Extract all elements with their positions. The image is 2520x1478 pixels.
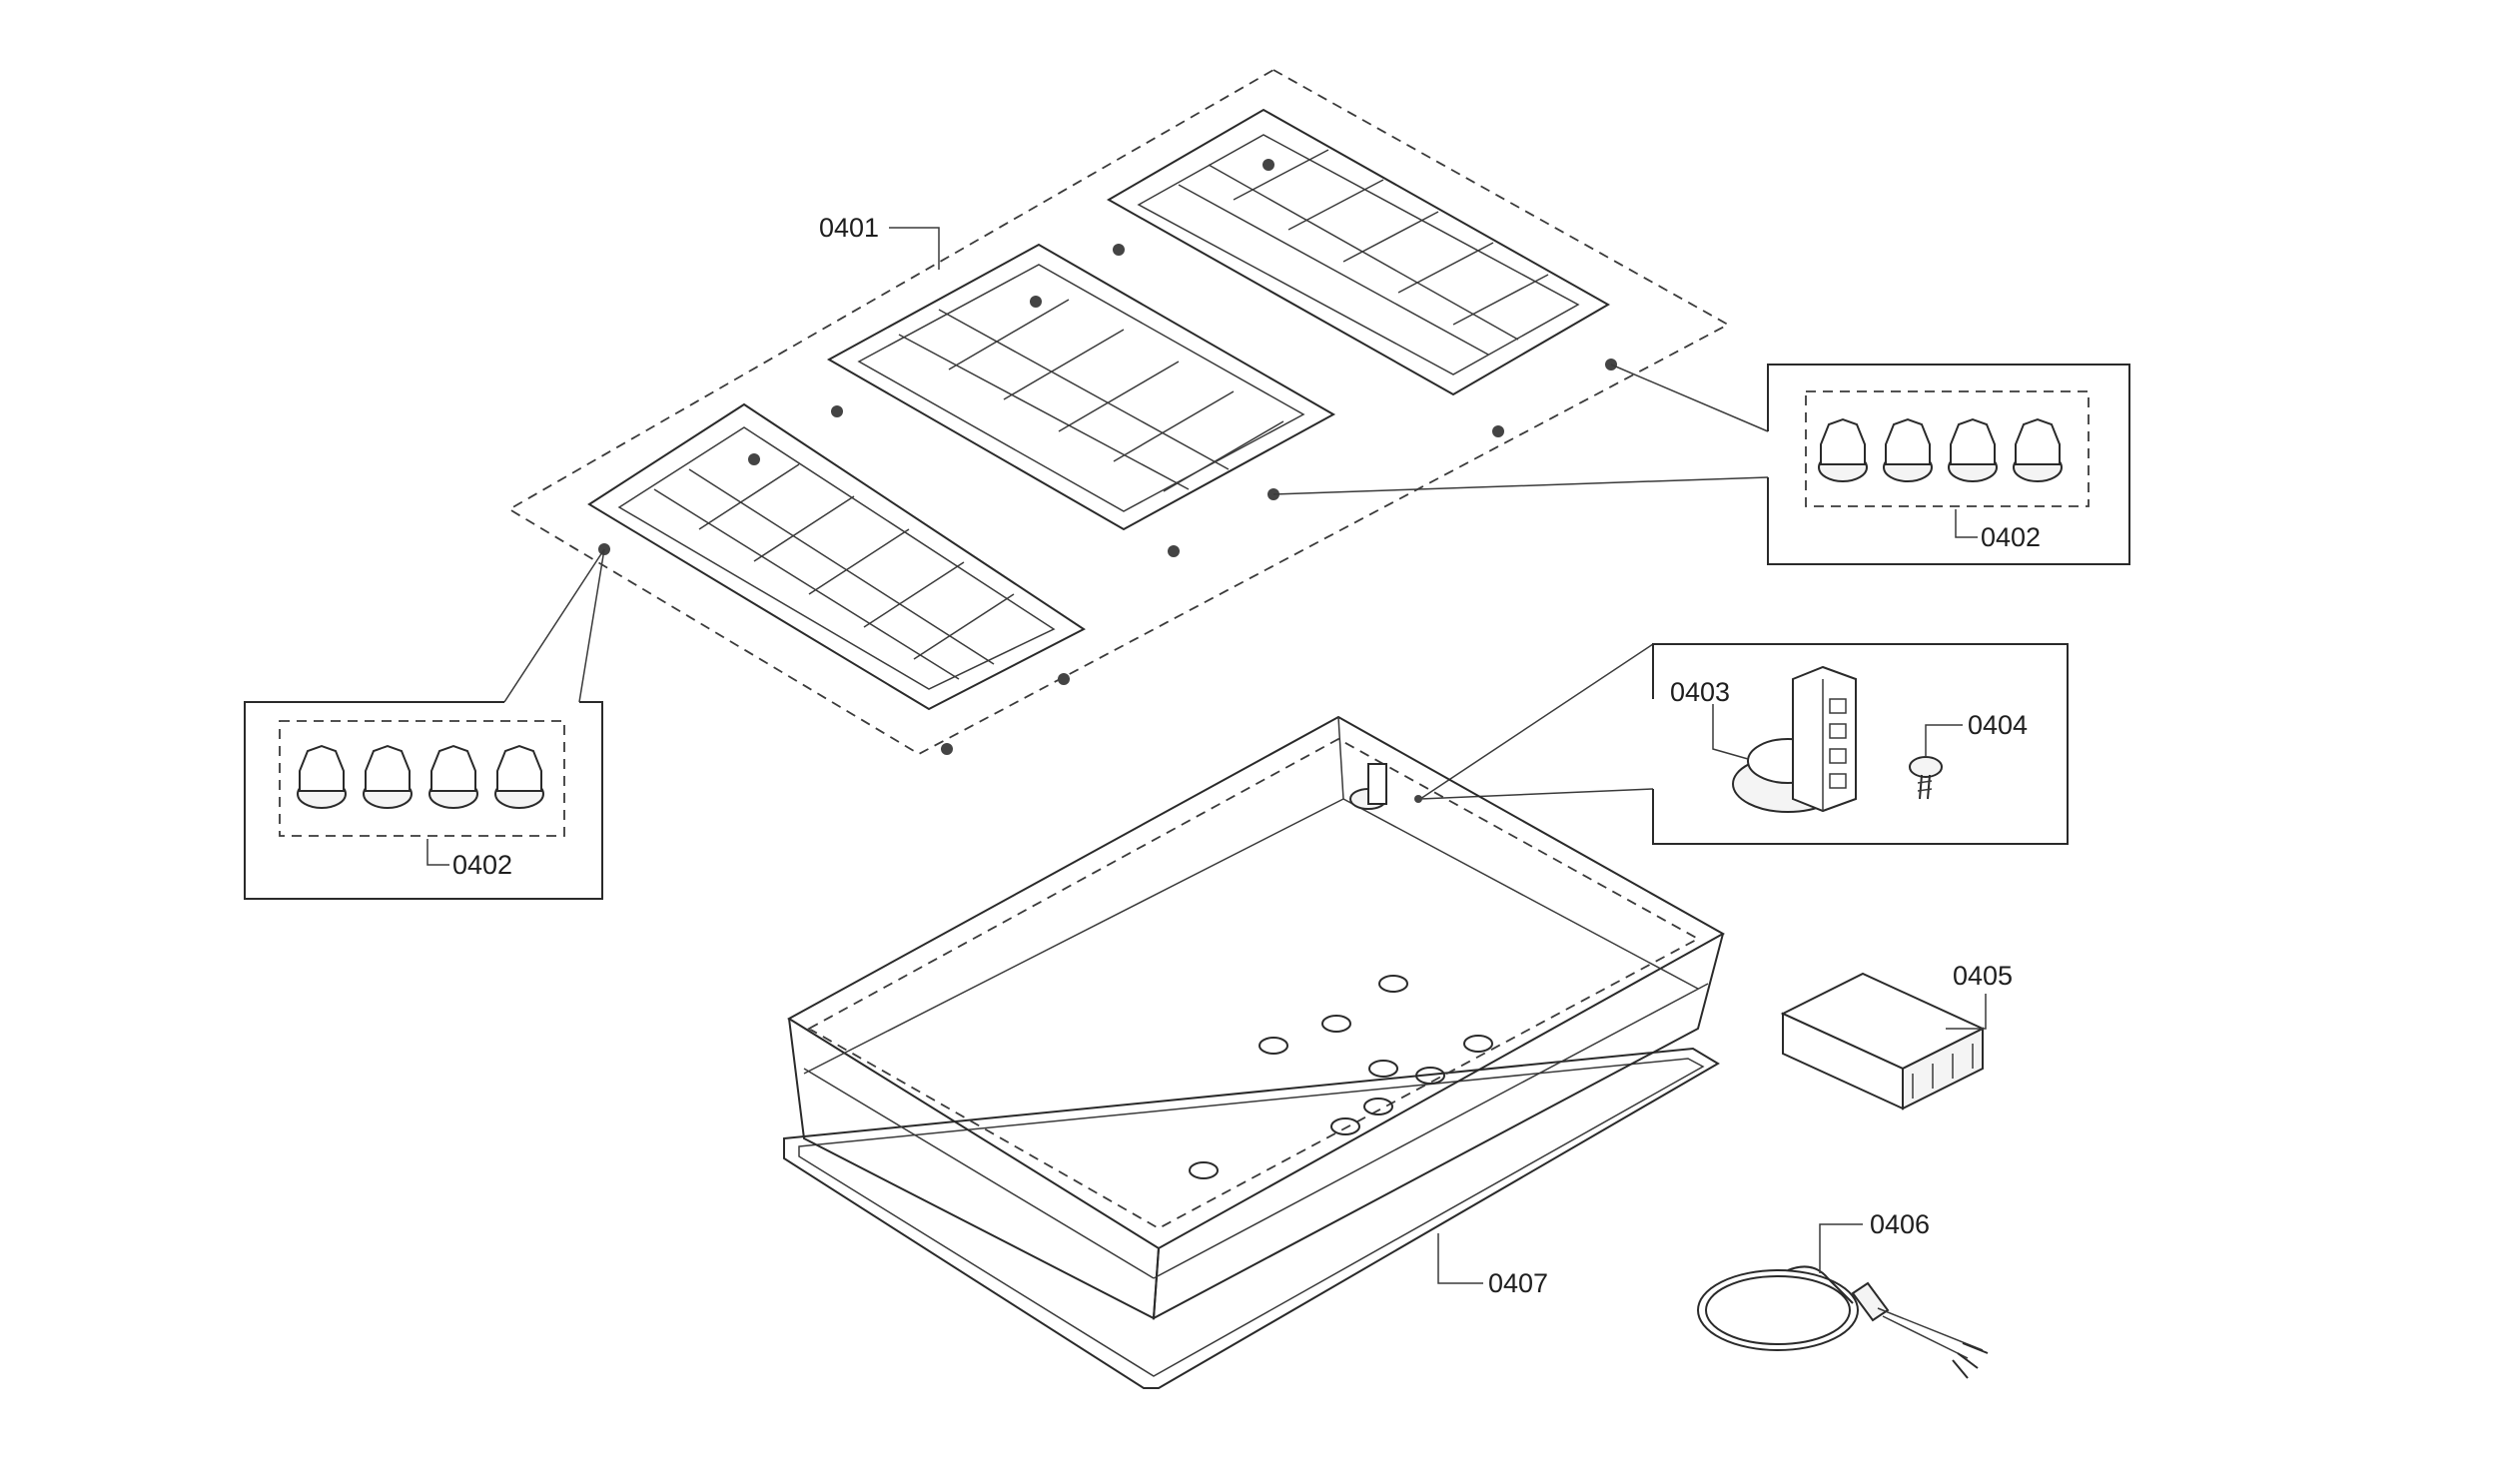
label-0405: 0405: [1953, 961, 2013, 991]
junction-box: 0405: [1780, 961, 2013, 1110]
rubber-foot-icon: [428, 744, 478, 809]
grate-assembly: 0401: [507, 68, 1730, 756]
power-cord: 0406: [1697, 1209, 1989, 1379]
rubber-feet-inset-right: 0402: [1272, 364, 2130, 565]
rubber-foot-icon: [2013, 417, 2063, 482]
label-0402-left: 0402: [452, 850, 512, 880]
spark-module-icon: [1732, 665, 1857, 813]
label-0402-right: 0402: [1981, 522, 2041, 552]
rubber-foot-icon: [297, 744, 347, 809]
burner-holes: [1189, 975, 1493, 1179]
rubber-foot-icon: [1818, 417, 1868, 482]
leader-0401: [889, 227, 940, 270]
grate-right: [1106, 108, 1611, 396]
rubber-feet-inset-left: 0402: [244, 548, 605, 900]
rubber-foot-icon: [1883, 417, 1933, 482]
grate-feet: [598, 159, 1617, 755]
label-0403: 0403: [1670, 677, 1730, 707]
label-0406: 0406: [1870, 1209, 1930, 1239]
grate-middle: [826, 243, 1336, 531]
rubber-foot-icon: [363, 744, 413, 809]
rubber-foot-icon: [1948, 417, 1998, 482]
label-0404: 0404: [1968, 710, 2028, 740]
ignition-inset: 0403 0404: [1419, 643, 2069, 845]
label-0401: 0401: [819, 213, 879, 243]
label-0407: 0407: [1488, 1268, 1548, 1298]
cooktop-base: 0407: [783, 715, 1726, 1389]
rubber-foot-icon: [494, 744, 544, 809]
switch-on-base-icon: [1349, 763, 1422, 810]
grate-left: [587, 402, 1086, 711]
screw-icon: [1909, 756, 1943, 800]
